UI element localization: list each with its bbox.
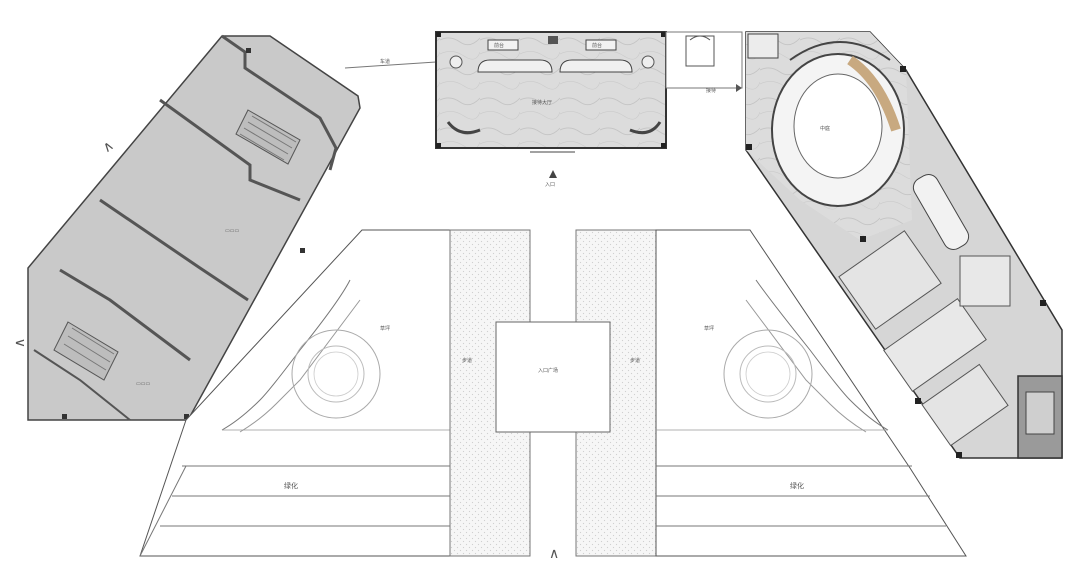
left-north-arrow: ∧ <box>99 137 117 156</box>
svg-text:中庭: 中庭 <box>820 125 830 132</box>
left-building: ▭▭▭ ▭▭▭ <box>27 34 361 421</box>
west-band-label: 绿化 <box>284 481 298 490</box>
lobby-connector: 接待 <box>665 31 743 94</box>
atrium-oval: 中庭 <box>771 53 905 207</box>
svg-text:前台: 前台 <box>494 42 504 49</box>
right-bands: 绿化 <box>656 465 946 527</box>
svg-text:步道: 步道 <box>630 357 640 364</box>
top-left-road: 车道 <box>344 58 437 69</box>
stair-bottom <box>53 321 119 381</box>
svg-text:草坪: 草坪 <box>704 325 714 332</box>
svg-text:车道: 车道 <box>380 58 390 65</box>
svg-text:▭▭▭: ▭▭▭ <box>136 381 150 387</box>
svg-text:接待: 接待 <box>706 87 716 94</box>
svg-text:草坪: 草坪 <box>380 325 390 332</box>
central-paving: 入口广场 步道 步道 <box>449 229 657 557</box>
east-band-label: 绿化 <box>790 481 804 490</box>
svg-text:步道: 步道 <box>462 357 472 364</box>
svg-text:▭▭▭: ▭▭▭ <box>225 228 239 234</box>
entrance-mark: 入口 <box>530 151 575 188</box>
right-building: 中庭 <box>745 31 1063 459</box>
svg-text:接待大厅: 接待大厅 <box>532 99 552 106</box>
stair-core <box>1017 375 1063 459</box>
stair-top <box>235 109 301 165</box>
left-bands: 绿化 <box>139 465 450 557</box>
right-lawn: 草坪 <box>655 229 967 557</box>
svg-text:入口: 入口 <box>545 182 555 188</box>
bottom-north-arrow: ∧ <box>549 545 559 561</box>
conference-table <box>912 174 970 250</box>
left-lawn: 草坪 <box>139 229 451 557</box>
lobby-building: 前台 前台 接待大厅 <box>435 31 667 149</box>
svg-text:入口广场: 入口广场 <box>538 367 558 374</box>
left-north-arrow-2: ∧ <box>11 338 27 348</box>
svg-text:前台: 前台 <box>592 42 602 49</box>
